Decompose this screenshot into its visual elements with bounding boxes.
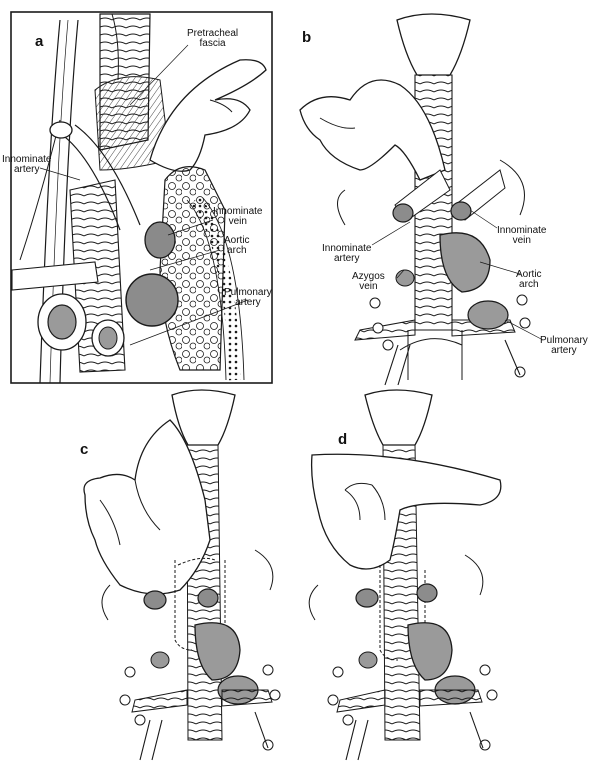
panel-letter-a: a [35,33,44,50]
panel-letter-c: c [80,441,89,458]
panel-letter-d: d [338,431,348,448]
panel-letter-b: b [302,29,312,46]
